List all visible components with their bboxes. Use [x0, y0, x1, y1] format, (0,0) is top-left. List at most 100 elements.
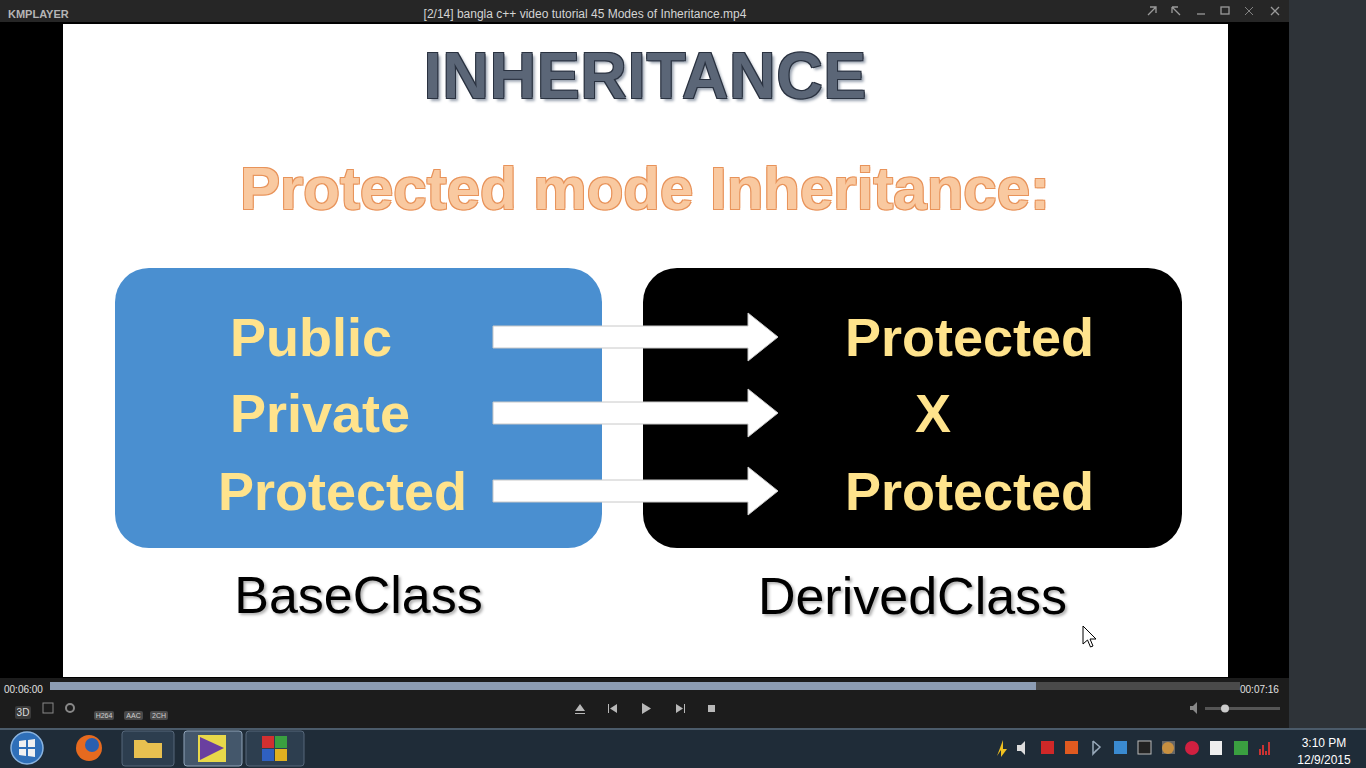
minimize-button — [1197, 13, 1205, 14]
settings-icon — [66, 704, 74, 712]
3d-badge-holder: 3D — [12, 702, 34, 720]
volume-knob — [1221, 705, 1229, 713]
previous-button — [608, 704, 617, 713]
access-specifier: Public — [230, 308, 392, 366]
window-buttons — [1148, 7, 1279, 15]
mouse-pointer-shape — [1083, 626, 1096, 647]
member-holder: Protected — [218, 462, 467, 520]
base-class-box: BaseClassPublicPrivateProtected — [115, 268, 602, 548]
taskbar-button — [122, 731, 174, 766]
mini-button — [1172, 7, 1180, 15]
elapsed-time-holder: 00:06:00 — [4, 679, 54, 697]
folder-icon — [134, 740, 162, 758]
elapsed-time: 00:06:00 — [4, 683, 43, 696]
slide-heading-holder: Protected mode Inheritance: — [70, 150, 1220, 228]
member-holder: Protected — [845, 308, 1094, 366]
clock-time: 3:10 PM — [1302, 735, 1347, 751]
tray-icon — [1065, 741, 1078, 754]
slide-title: INHERITANCE — [424, 36, 868, 116]
base-member-row: Public — [215, 308, 493, 366]
fullscreen-button — [1245, 7, 1253, 15]
firefox-globe — [85, 738, 99, 752]
access-specifier: Private — [230, 384, 410, 442]
start-orb — [11, 732, 43, 764]
derived-class-name: DerivedClass — [758, 566, 1067, 626]
kmplayer-icon — [198, 735, 226, 762]
pin-button — [1148, 7, 1156, 15]
3d-badge: 3D — [15, 706, 32, 719]
tray-icon — [1234, 741, 1248, 755]
tray-icon — [997, 740, 1007, 757]
derived-member-row: Protected — [778, 308, 1168, 366]
tray-icon — [1093, 741, 1100, 754]
codec-badge-holder: 2CH — [147, 704, 171, 722]
access-specifier: X — [915, 384, 951, 442]
transport-buttons — [575, 703, 715, 714]
tray-icons — [997, 740, 1269, 757]
clock-time-holder: 3:10 PM — [1284, 733, 1364, 751]
firefox-icon — [76, 735, 102, 761]
base-class-name: BaseClass — [234, 565, 483, 625]
clock-date-holder: 12/9/2015 — [1284, 750, 1364, 768]
taskbar — [0, 728, 1366, 768]
base-class-name-holder: BaseClass — [75, 565, 642, 625]
member-holder: Private — [230, 384, 410, 442]
maximize-button — [1221, 7, 1229, 14]
app-icon-green — [275, 736, 287, 748]
app-icon-red — [262, 736, 274, 748]
codec-badge: AAC — [124, 711, 142, 720]
tray-icon — [1162, 741, 1175, 754]
tray-icon — [1114, 741, 1127, 754]
access-specifier: Protected — [845, 462, 1094, 520]
base-member-row: Protected — [215, 462, 493, 520]
mouse-pointer — [1080, 624, 1100, 650]
app-name: KMPLAYER — [8, 7, 69, 21]
derived-class-box: DerivedClassProtectedXProtected — [643, 268, 1182, 548]
codec-badge: H264 — [94, 711, 115, 720]
next-button — [676, 704, 685, 713]
taskbar-button — [246, 731, 304, 766]
tray-icon — [1041, 741, 1054, 754]
tray-icon — [1210, 741, 1222, 755]
taskbar-edge — [0, 728, 1366, 730]
desktop-wallpaper — [1289, 0, 1366, 728]
tray-icon — [1260, 742, 1269, 755]
progress-track — [50, 682, 1240, 690]
total-time: 00:07:16 — [1240, 683, 1279, 696]
member-holder: X — [915, 384, 951, 442]
clock-date: 12/9/2015 — [1297, 752, 1350, 768]
access-specifier: Protected — [845, 308, 1094, 366]
volume-icon — [1190, 702, 1197, 714]
member-holder: Public — [230, 308, 392, 366]
app-icon-blue — [262, 749, 274, 761]
play-button — [642, 703, 651, 714]
total-time-holder: 00:07:16 — [1240, 679, 1288, 697]
codec-badge: 2CH — [150, 711, 168, 720]
stop-button — [708, 705, 715, 712]
member-holder: Protected — [845, 462, 1094, 520]
window-title-holder: [2/14] bangla c++ video tutorial 45 Mode… — [290, 4, 880, 22]
volume-track — [1205, 707, 1280, 710]
app-icon-yellow — [275, 749, 287, 761]
derived-member-row: X — [778, 384, 1168, 442]
slide-ground — [63, 24, 1228, 677]
tray-icon — [1017, 741, 1025, 755]
codec-badge-holder: AAC — [123, 704, 144, 722]
taskbar-button-active — [184, 731, 242, 766]
title-holder: INHERITANCE — [63, 36, 1228, 116]
eject-button — [575, 704, 585, 714]
codec-badge-holder: H264 — [88, 704, 120, 722]
base-member-row: Private — [215, 384, 493, 442]
app-name-holder: KMPLAYER — [8, 4, 88, 22]
title-bar — [0, 0, 1289, 22]
control-bar — [0, 678, 1289, 728]
progress-fill — [50, 682, 1036, 690]
access-specifier: Protected — [218, 462, 467, 520]
tray-icon — [1162, 742, 1174, 754]
tray-icon — [1138, 741, 1151, 754]
close-button — [1271, 7, 1279, 15]
windows-logo — [19, 739, 35, 757]
derived-member-row: Protected — [778, 462, 1168, 520]
